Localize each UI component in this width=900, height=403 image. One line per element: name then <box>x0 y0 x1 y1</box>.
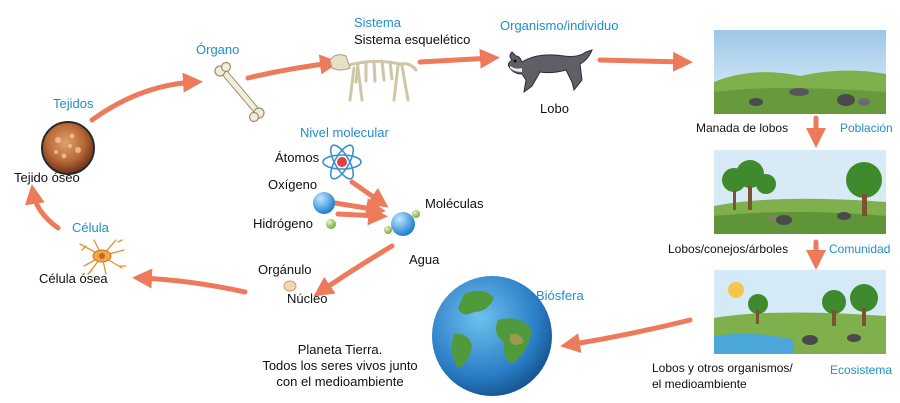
oxygen-sphere <box>313 192 335 214</box>
biosfera-title: Biósfera <box>536 288 584 303</box>
tejidos-title: Tejidos <box>53 96 94 111</box>
oxigeno-label: Oxígeno <box>268 177 318 192</box>
biosfera-label-3: con el medioambiente <box>276 374 404 389</box>
nucleus-icon <box>283 280 297 292</box>
comunidad-title: Comunidad <box>829 242 891 256</box>
tissue-icon <box>41 121 95 175</box>
poblacion-label: Manada de lobos <box>696 121 789 135</box>
atom-icon <box>322 144 362 180</box>
poblacion-panel <box>714 30 886 114</box>
sistema-label: Sistema esquelético <box>354 32 471 47</box>
atomos-label: Átomos <box>275 150 320 165</box>
comunidad-label: Lobos/conejos/árboles <box>668 242 789 256</box>
poblacion-title: Población <box>840 121 893 135</box>
arrow-tejido-organo <box>89 72 203 123</box>
hydrogen-sphere <box>326 219 336 229</box>
celula-label: Célula ósea <box>39 271 108 286</box>
ecosistema-panel <box>714 270 886 354</box>
ecosistema-label-1: Lobos y otros organismos/ <box>652 361 793 375</box>
arrow-atomos-moleculas <box>349 179 389 208</box>
organismo-title: Organismo/individuo <box>500 18 619 33</box>
arrow-organo-sistema <box>245 54 340 81</box>
ecosistema-title: Ecosistema <box>830 363 893 377</box>
biosfera-label-2: Todos los seres vivos junto <box>262 358 418 373</box>
arrow-organismo-poblacion <box>597 51 693 72</box>
moleculas-label: Moléculas <box>425 196 484 211</box>
wolf-icon <box>507 49 593 94</box>
bone-icon <box>214 62 265 122</box>
arrow-agua-organulo <box>313 243 395 297</box>
arrow-nucleo-celula <box>132 268 248 295</box>
tejido-label: Tejido óseo <box>14 170 80 185</box>
arrow-oxigeno-moleculas <box>332 198 386 218</box>
organismo-label: Lobo <box>540 101 569 116</box>
hidrogeno-label: Hidrógeno <box>253 216 313 231</box>
agua-label: Agua <box>409 252 440 267</box>
celula-title: Célula <box>72 220 109 235</box>
arrow-ecosistema-biosfera <box>560 317 693 353</box>
organo-title: Órgano <box>196 42 240 57</box>
water-molecule <box>384 210 420 236</box>
earth-icon <box>432 276 552 396</box>
comunidad-panel <box>714 150 886 234</box>
molecular-title: Nivel molecular <box>300 125 389 140</box>
arrow-hidrogeno-moleculas <box>335 205 388 226</box>
arrow-celula-tejido <box>24 184 61 231</box>
nucleo-label: Núcleo <box>287 291 328 306</box>
organulo-label: Orgánulo <box>258 262 312 277</box>
ecosistema-label-2: el medioambiente <box>652 377 747 391</box>
biosfera-label-1: Planeta Tierra. <box>297 342 383 357</box>
skeleton-icon <box>329 54 418 102</box>
sistema-title: Sistema <box>354 15 401 30</box>
arrow-sistema-organismo <box>417 48 500 69</box>
bone-cell-icon <box>79 239 127 275</box>
